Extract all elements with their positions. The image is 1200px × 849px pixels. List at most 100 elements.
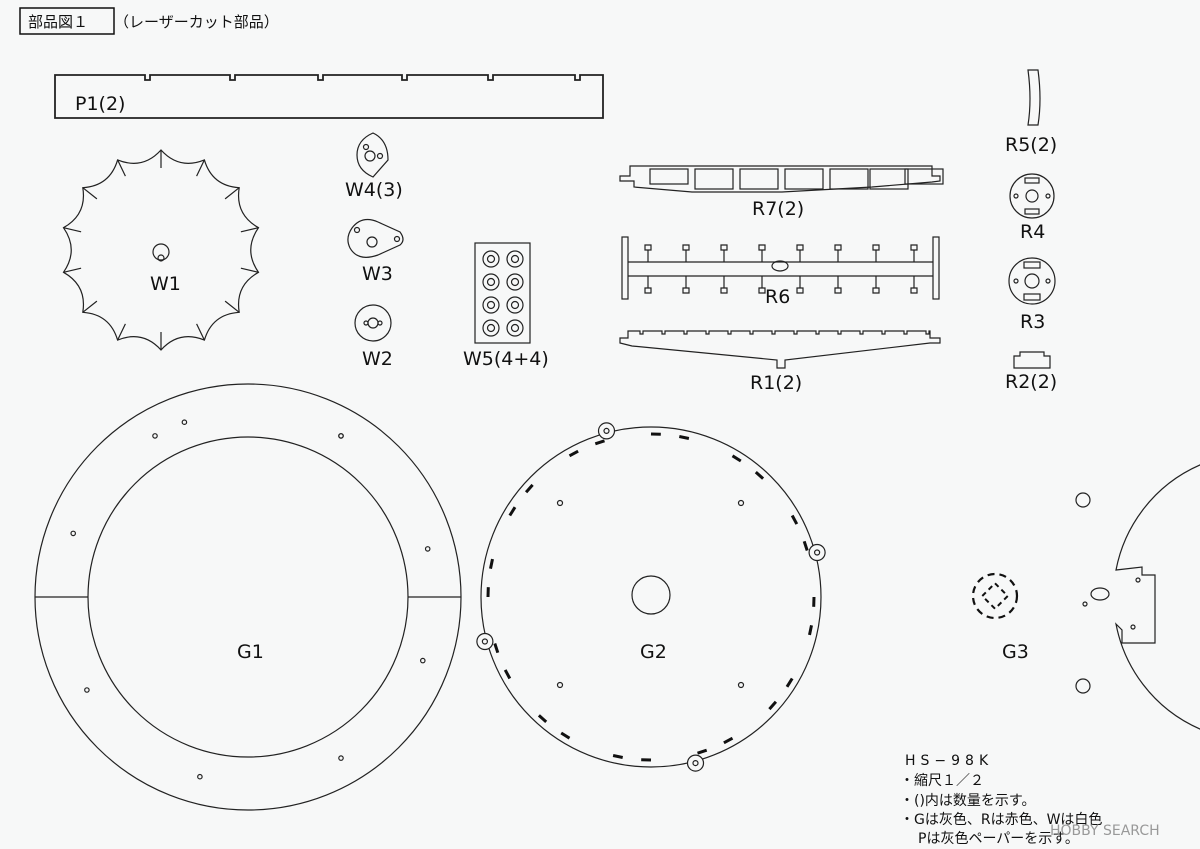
part-p1-label: P1(2) [75, 93, 125, 115]
g1-hole [181, 419, 188, 426]
r6-tooth-top [758, 244, 766, 262]
part-w4-shape [356, 132, 389, 178]
g2-slot-mark [493, 643, 500, 654]
g2-slot-mark [612, 754, 624, 759]
w5-washer-inner [510, 323, 520, 333]
g2-slot-mark [731, 454, 742, 463]
w5-washer-inner [510, 254, 520, 264]
part-p1-shape [54, 74, 604, 119]
g2-slot-mark [524, 483, 534, 494]
r6-tooth-top [682, 244, 690, 262]
part-w5-shape [474, 242, 531, 344]
r6-tooth-bottom [644, 276, 652, 294]
g2-slot-mark [768, 700, 778, 711]
g2-slot-mark [594, 439, 605, 446]
part-g1-label: G1 [237, 641, 264, 663]
part-g2-shape [476, 422, 826, 772]
g2-slot-mark [808, 624, 813, 636]
g2-slot-mark [508, 506, 517, 517]
r6-tooth-top [910, 244, 918, 262]
part-r2-shape [1013, 351, 1051, 369]
w5-washer-outer [482, 319, 500, 337]
g2-slot-mark [697, 748, 708, 755]
r6-tooth-bottom [796, 276, 804, 294]
g2-tab [686, 754, 705, 772]
part-w1-shape [62, 149, 260, 351]
title-box [19, 7, 115, 35]
g2-slot-mark [790, 514, 799, 525]
g2-tab [808, 543, 826, 562]
r6-tooth-bottom [720, 276, 728, 294]
part-r6-label: R6 [765, 286, 790, 308]
w5-washer-inner [486, 254, 496, 264]
note-paper: Pは灰色ペーパーを示す。 [918, 830, 1079, 847]
w1-tooth-slot [240, 267, 259, 273]
g2-slot-mark [489, 558, 494, 570]
g2-tab-hole [692, 759, 699, 767]
part-g3-shape [971, 464, 1200, 730]
r7-slot [649, 168, 689, 185]
w1-tooth-slot [82, 187, 98, 200]
g1-hole [197, 773, 203, 780]
w5-washer-outer [482, 296, 500, 314]
r7-slot [829, 168, 869, 190]
g2-slot-mark [802, 540, 809, 551]
g2-tab [597, 422, 616, 440]
r7-slot [694, 168, 734, 190]
w5-washer-outer [506, 319, 524, 337]
part-w1-label: W1 [150, 273, 181, 295]
part-r5-shape [1027, 69, 1041, 126]
g2-hole [737, 681, 745, 689]
part-w3-label: W3 [362, 263, 393, 285]
g2-tab-hole [481, 638, 488, 645]
g2-tab-hole [813, 549, 821, 556]
g2-tab-hole [603, 427, 610, 434]
r7-slot [784, 168, 824, 190]
part-g3-label: G3 [1002, 641, 1029, 663]
part-w5-label: W5(4+4) [463, 348, 549, 370]
w1-tooth-slot [196, 159, 205, 177]
w5-washer-inner [486, 300, 496, 310]
part-w4-label: W4(3) [345, 179, 403, 201]
r6-tooth-bottom [758, 276, 766, 294]
note-model: HS−98K [905, 753, 993, 769]
part-r3-shape [1008, 257, 1056, 305]
part-w2-shape [354, 304, 392, 342]
w1-tooth-slot [63, 227, 82, 233]
g2-slot-mark [678, 435, 690, 440]
g1-hole [84, 687, 90, 693]
g1-hole [424, 546, 431, 552]
g1-hole [338, 755, 344, 761]
part-g1-shape [34, 383, 462, 811]
w1-tooth-slot [117, 323, 126, 341]
page-subtitle: （レーザーカット部品） [114, 13, 279, 31]
part-r5-label: R5(2) [1005, 134, 1057, 156]
part-r1-shape [619, 330, 941, 369]
part-w2-label: W2 [362, 348, 393, 370]
part-r1-label: R1(2) [750, 372, 802, 394]
r7-slot [904, 168, 944, 185]
w5-washer-outer [506, 273, 524, 291]
g1-hole [419, 657, 426, 664]
page-title: 部品図１ [28, 13, 88, 31]
g2-hole [556, 499, 564, 507]
g2-slot-mark [503, 669, 512, 680]
r6-tooth-bottom [834, 276, 842, 294]
note-scale: ・縮尺１／２ [900, 773, 984, 789]
w1-tooth-slot [240, 227, 259, 233]
r6-tooth-top [644, 244, 652, 262]
g2-slot-mark [785, 677, 794, 688]
part-r7-shape [619, 165, 944, 193]
part-g2-label: G2 [640, 641, 667, 663]
r6-tooth-top [796, 244, 804, 262]
r6-tooth-bottom [910, 276, 918, 294]
part-w3-shape [347, 218, 404, 258]
r6-tooth-top [872, 244, 880, 262]
note-quantity: ・()内は数量を示す。 [900, 793, 1036, 809]
watermark-logo: HOBBY SEARCH [1050, 823, 1160, 839]
r6-tooth-bottom [872, 276, 880, 294]
r6-tooth-top [720, 244, 728, 262]
w1-tooth-slot [63, 267, 82, 273]
